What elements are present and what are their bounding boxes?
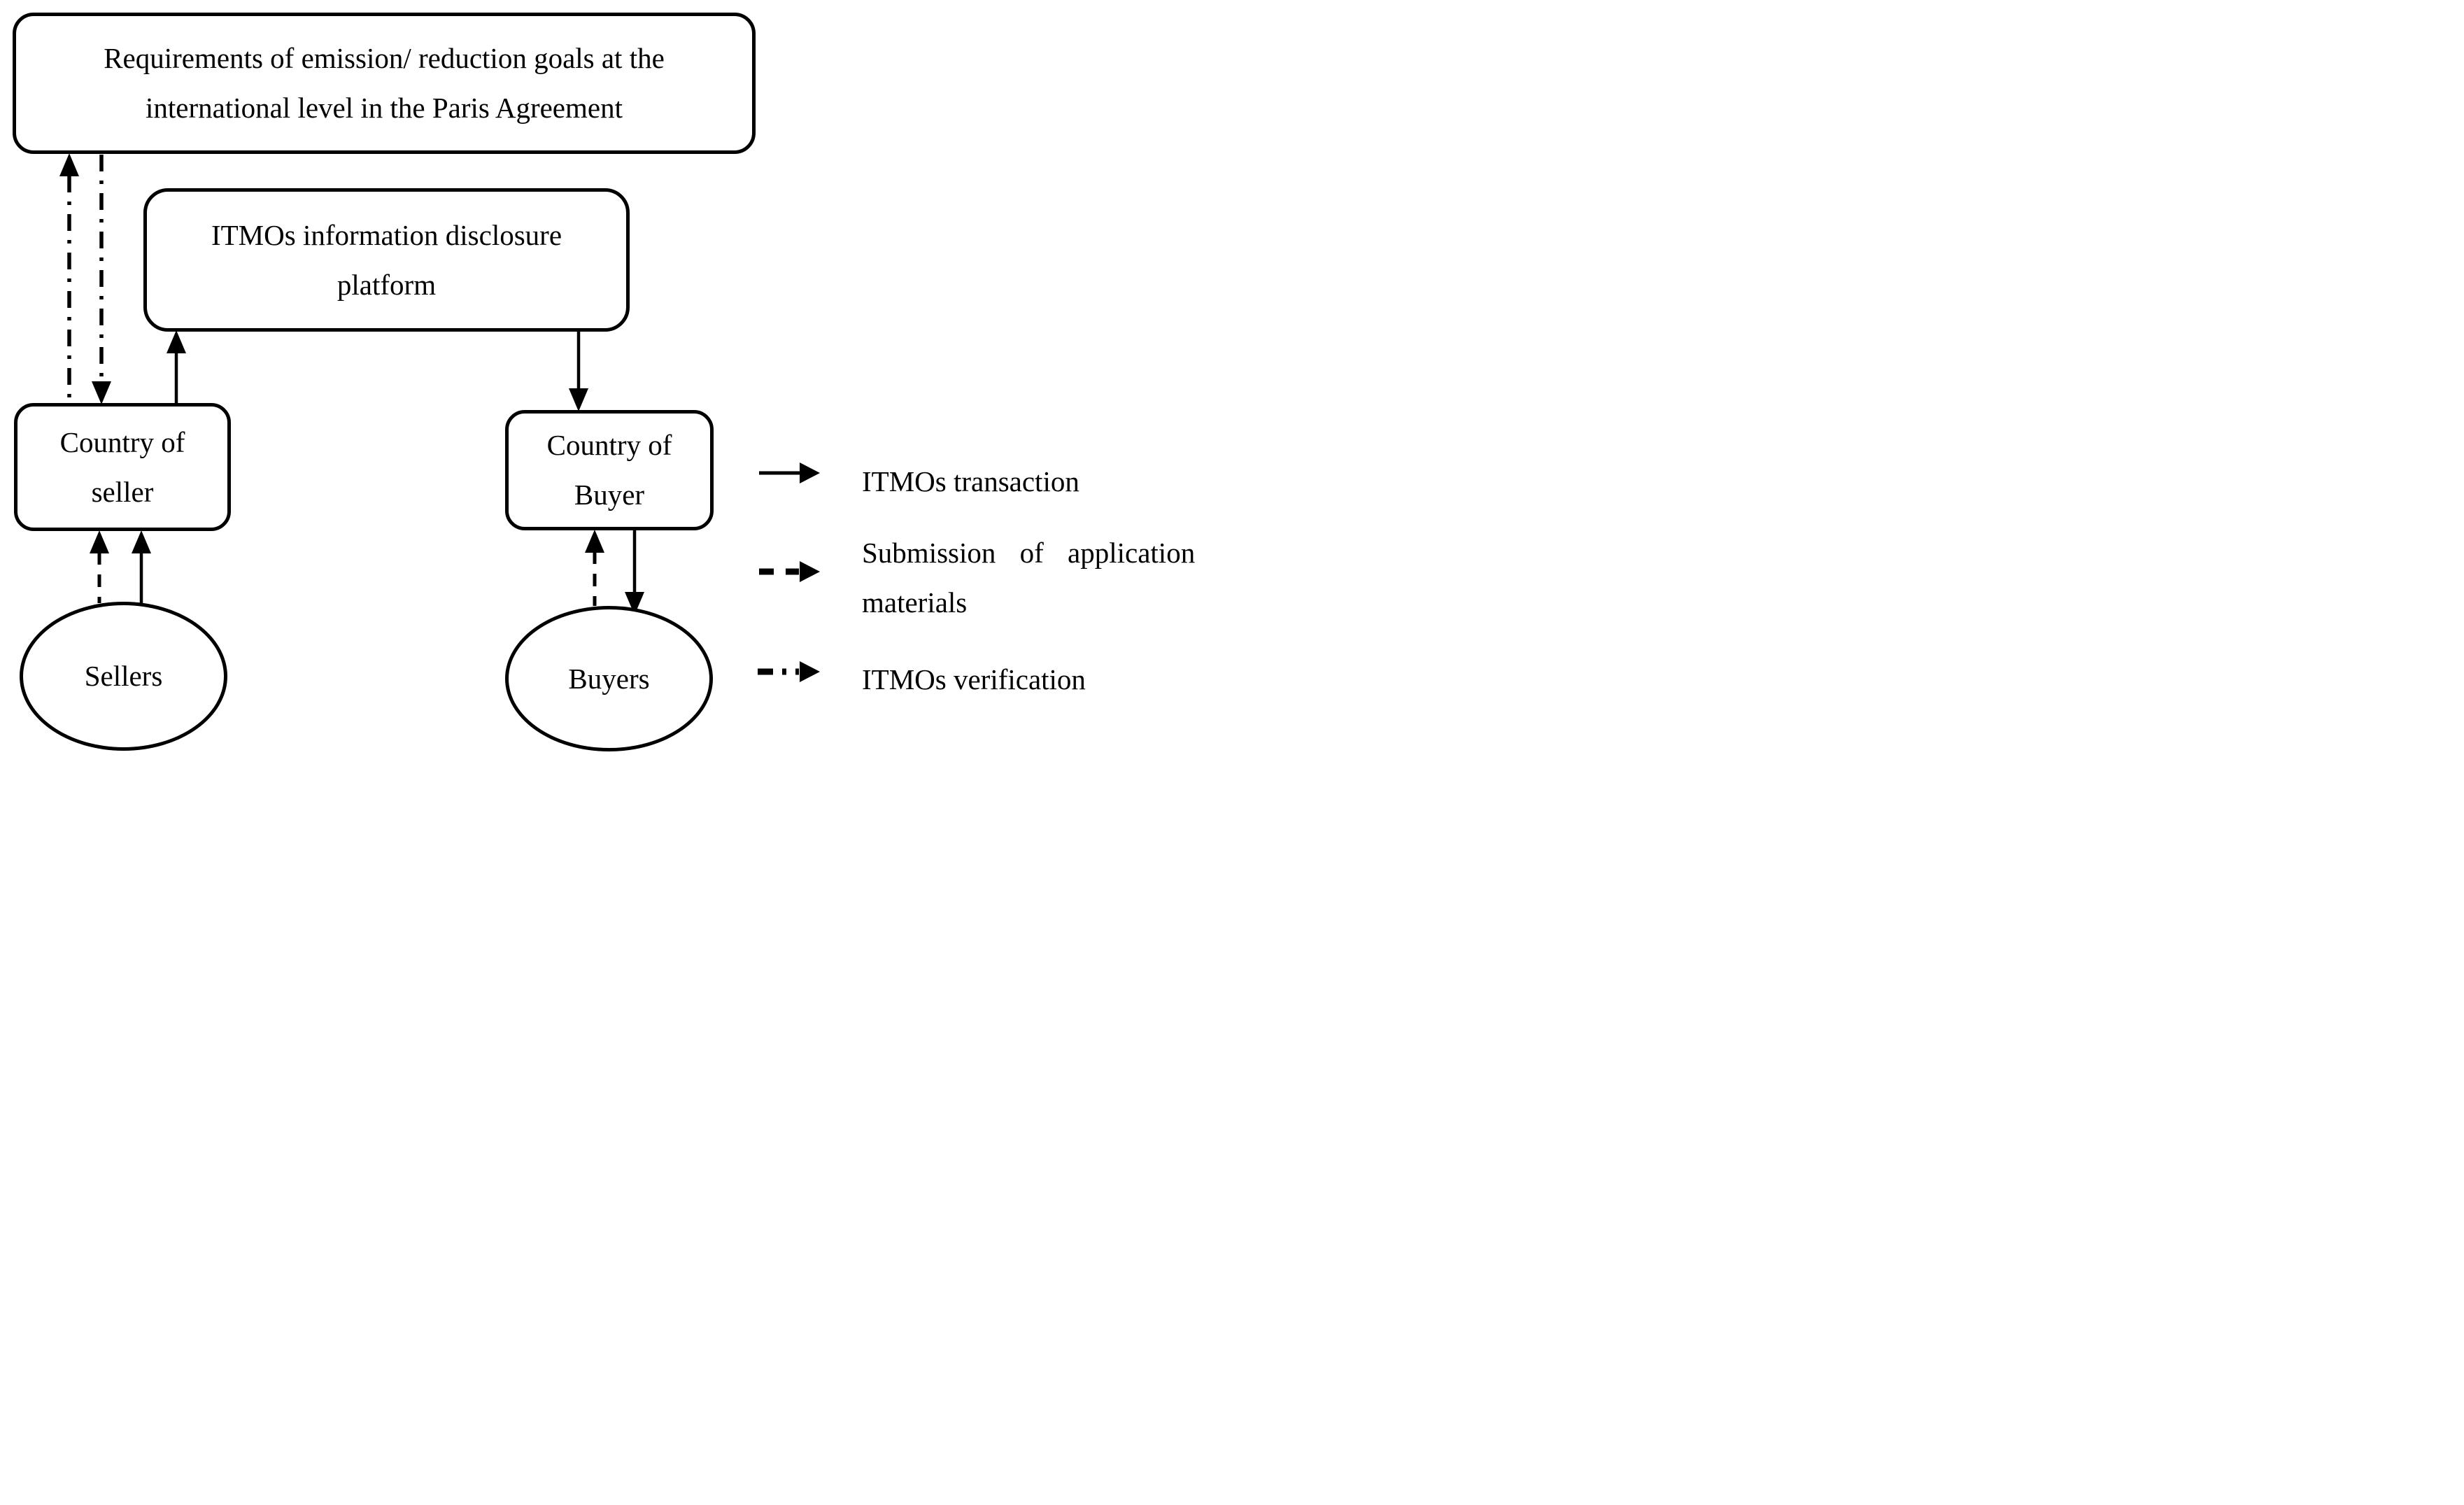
country-of-buyer-line2: Buyer [574, 479, 645, 511]
legend-item-transaction: ITMOs transaction [862, 457, 1079, 507]
itmo-platform-line2: platform [337, 268, 437, 301]
legend-submission-line2: materials [862, 586, 968, 619]
diagram-canvas: Requirements of emission/ reduction goal… [0, 0, 1232, 753]
legend-item-verification: ITMOs verification [862, 655, 1086, 705]
sellers-transaction-arrow [132, 530, 151, 603]
paris-agreement-box: Requirements of emission/ reduction goal… [13, 13, 756, 154]
sellers-label: Sellers [84, 660, 163, 693]
itmo-platform-box: ITMOs information disclosure platform [143, 188, 630, 332]
legend-dashed-arrow-icon [759, 561, 820, 582]
buyers-submission-arrow [585, 530, 604, 606]
country-of-seller-box: Country of seller [14, 403, 231, 531]
paris-agreement-line1: Requirements of emission/ reduction goal… [104, 42, 665, 75]
paris-agreement-line2: international level in the Paris Agreeme… [146, 92, 623, 124]
platform-to-buyer-arrow [569, 332, 588, 411]
sellers-submission-arrow [90, 530, 109, 603]
legend-solid-arrow-icon [759, 462, 820, 483]
itmo-platform-line1: ITMOs information disclosure [211, 218, 562, 251]
buyers-ellipse: Buyers [505, 606, 713, 751]
legend-verification-label: ITMOs verification [862, 663, 1086, 695]
buyer-to-buyers-arrow [625, 530, 644, 615]
legend-transaction-label: ITMOs transaction [862, 465, 1079, 497]
sellers-ellipse: Sellers [20, 602, 227, 751]
country-of-buyer-line1: Country of [546, 429, 672, 462]
country-of-seller-line1: Country of [59, 425, 185, 458]
legend-item-submission: Submission of application materials [862, 528, 1195, 627]
legend-submission-line1: Submission of application [862, 537, 1196, 569]
verification-arrow-up [59, 153, 79, 403]
arrows-layer [59, 153, 820, 682]
legend-dashdot-arrow-icon [758, 661, 820, 682]
country-of-seller-line2: seller [91, 475, 154, 508]
country-of-buyer-box: Country of Buyer [505, 410, 714, 530]
seller-to-platform-arrow [167, 330, 186, 403]
buyers-label: Buyers [568, 662, 650, 695]
verification-arrow-down [92, 155, 111, 404]
